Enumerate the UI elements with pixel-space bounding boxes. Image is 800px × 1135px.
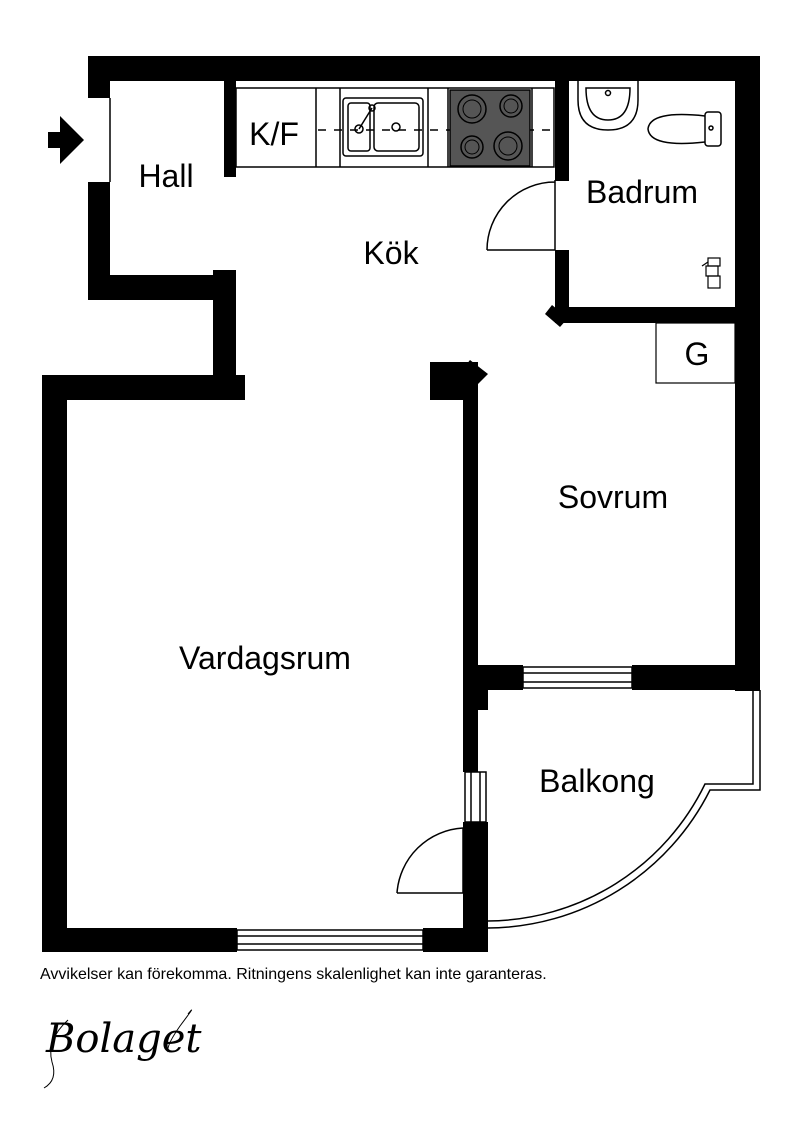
room-label-living-room: Vardagsrum: [179, 640, 351, 676]
shower-icon: [701, 257, 721, 289]
room-label-kitchen: Kök: [363, 235, 419, 271]
logo-text: Bolaget: [45, 1016, 202, 1062]
windows: [236, 666, 633, 951]
disclaimer-text: Avvikelser kan förekomma. Ritningens ska…: [40, 966, 547, 983]
stove-icon: [449, 89, 531, 167]
company-logo: Bolaget: [43, 1009, 202, 1089]
room-label-balcony: Balkong: [539, 763, 655, 799]
doors: [109, 98, 556, 894]
room-label-bathroom: Badrum: [586, 174, 698, 210]
room-label-fridge-freezer: K/F: [249, 116, 299, 152]
floor-plan: K/F Hall Kök Badrum G Sovrum Vardagsrum …: [42, 56, 761, 952]
balcony-outline: [487, 690, 761, 929]
closet-outline: [655, 322, 736, 384]
room-label-closet: G: [685, 336, 710, 372]
toilet-icon: [647, 111, 722, 147]
room-label-hall: Hall: [138, 158, 193, 194]
entrance-arrow-icon: [48, 116, 84, 164]
room-label-bedroom: Sovrum: [558, 479, 668, 515]
walls: [42, 56, 760, 952]
sink-icon: [342, 97, 424, 157]
washbasin-icon: [577, 81, 639, 131]
